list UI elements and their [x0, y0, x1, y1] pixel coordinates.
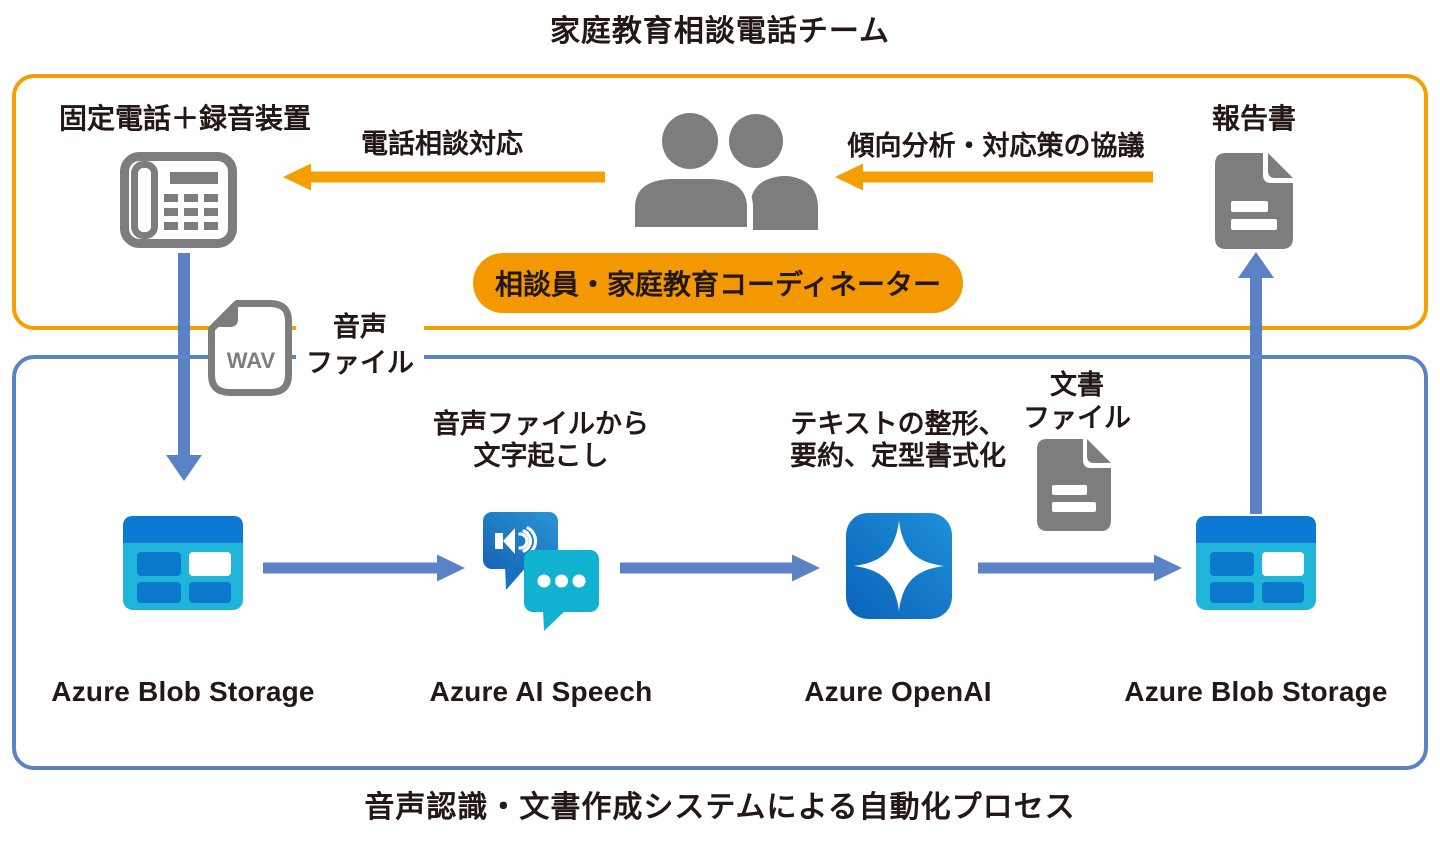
analysis-arrow: [835, 163, 1153, 191]
wav-file-icon: WAV: [208, 300, 292, 396]
report-document-icon: [1215, 153, 1293, 249]
openai-label: Azure OpenAI: [804, 676, 992, 707]
speech-to-openai-arrow: [620, 554, 820, 582]
blob-to-speech-arrow: [263, 554, 465, 582]
doc-file-label: 文書 ファイル: [1023, 370, 1131, 433]
phone-icon: [120, 152, 237, 248]
ai-speech-icon: [483, 512, 599, 631]
blob-out-label: Azure Blob Storage: [1124, 676, 1388, 707]
bottom-title: 音声認識・文書作成システムによる自動化プロセス: [364, 791, 1076, 824]
openai-to-blob-arrow: [978, 554, 1182, 582]
report-label: 報告書: [1211, 103, 1296, 134]
phone-device-label: 固定電話＋録音装置: [58, 103, 311, 134]
phone-team-group-box: [12, 74, 1428, 330]
counselors-icon: [629, 113, 818, 230]
report-upload-arrow: [1238, 252, 1274, 514]
blob-storage-in-icon: [123, 516, 243, 610]
doc-file-icon: [1037, 439, 1111, 531]
wav-badge-text: WAV: [227, 348, 276, 373]
blob-storage-out-icon: [1196, 516, 1316, 610]
call-arrow-label: 電話相談対応: [361, 129, 523, 159]
automation-group-box: [12, 355, 1428, 770]
openai-caption: テキストの整形、 要約、定型書式化: [790, 409, 1006, 471]
call-arrow: [283, 163, 605, 191]
speech-caption: 音声ファイルから 文字起こし: [433, 409, 649, 471]
blob-in-label: Azure Blob Storage: [51, 676, 315, 707]
wav-file-label: 音声 ファイル: [296, 309, 424, 381]
wav-download-arrow: [166, 253, 202, 481]
top-title: 家庭教育相談電話チーム: [549, 15, 891, 48]
speech-label: Azure AI Speech: [429, 676, 653, 707]
analysis-arrow-label: 傾向分析・対応策の協議: [847, 131, 1145, 161]
staff-pill: 相談員・家庭教育コーディネーター: [473, 253, 963, 313]
openai-icon: [846, 513, 952, 619]
